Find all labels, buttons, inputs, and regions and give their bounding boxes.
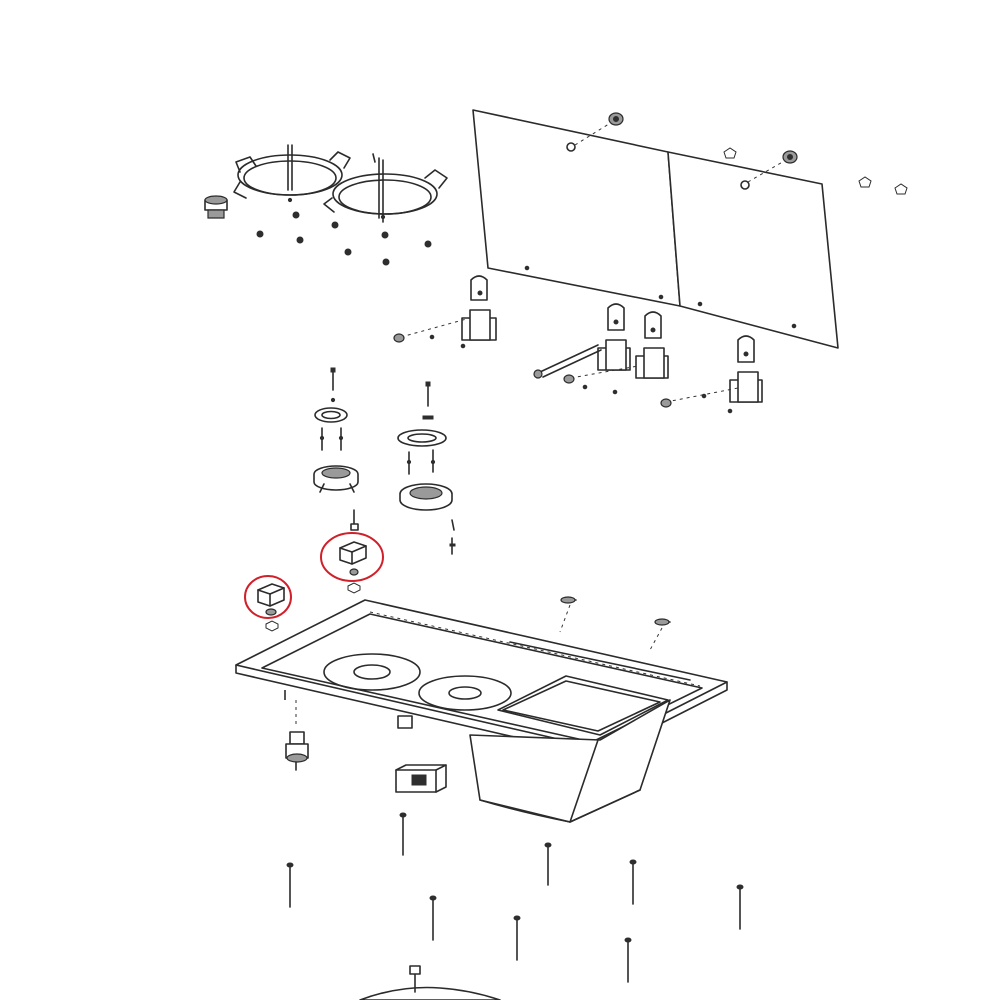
control-knob-left [257, 583, 285, 632]
knob-spindle [350, 509, 359, 531]
burner-left [313, 367, 359, 493]
glass-lid-right [667, 151, 839, 349]
hinge-1 [461, 275, 497, 341]
pan-support-left [233, 144, 351, 203]
lid-fixings [574, 112, 908, 195]
glass-lid-left [472, 109, 681, 307]
control-knob-right [339, 541, 367, 594]
highlight-circle-right [320, 532, 384, 582]
highlight-circle-left [244, 575, 292, 619]
hob-sink-tray [235, 599, 728, 823]
ignition-unit [395, 764, 447, 793]
mounting-screws [286, 812, 744, 983]
pan-support-right [323, 153, 448, 223]
bottom-bracket-partial [359, 965, 501, 1000]
burner-right [397, 381, 456, 555]
hinge-4 [729, 335, 763, 403]
hinge-2 [597, 303, 631, 371]
burner-small-parts [204, 195, 432, 266]
hinge-rods [393, 317, 739, 414]
hinge-3 [635, 311, 669, 379]
gas-valve-left [285, 700, 309, 771]
tray-pins [559, 596, 671, 651]
